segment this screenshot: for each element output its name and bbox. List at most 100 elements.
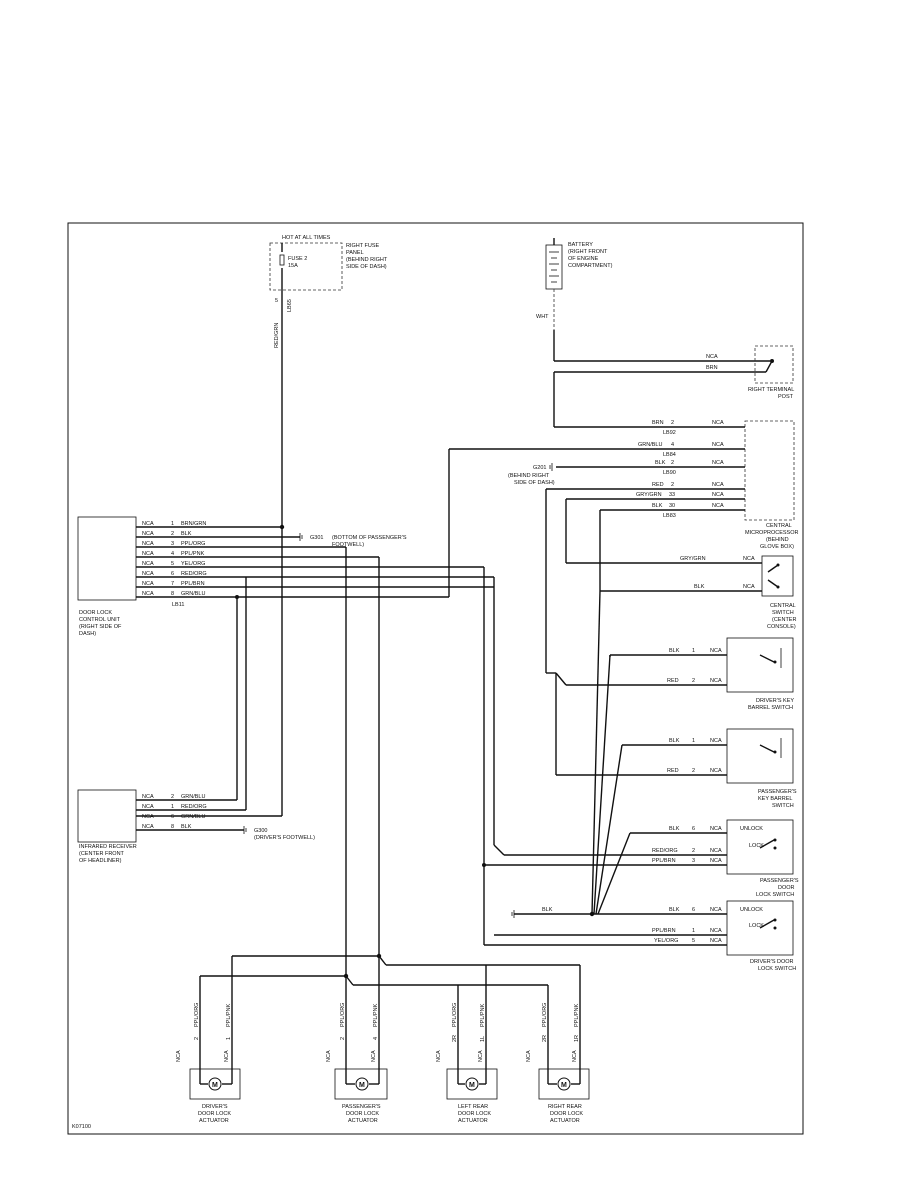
cs-gry: GRY/GRN (680, 556, 706, 562)
dkb-nca2: NCA (710, 678, 722, 684)
act-label-1: LEFT REAR (458, 1104, 488, 1110)
cm-pin: 2 (671, 420, 674, 426)
fuse-panel-line-3: (BEHIND RIGHT (346, 257, 388, 263)
pkb-red: RED (667, 768, 679, 774)
dlcu-nca: NCA (142, 531, 154, 537)
passenger-door-lock-switch: UNLOCK LOCK PASSENGER'S DOOR LOCK SWITCH (726, 819, 799, 898)
fuse-wire-color: RED/GRN (274, 323, 280, 348)
act-label-2: DOOR LOCK (458, 1111, 491, 1117)
motor-symbol: M (561, 1082, 567, 1089)
battery-line-1: BATTERY (568, 242, 593, 248)
hot-label: HOT AT ALL TIMES (282, 235, 331, 241)
diagram-id: K07100 (72, 1124, 91, 1130)
cs-nca2: NCA (743, 584, 755, 590)
dkb-nca1: NCA (710, 648, 722, 654)
dlcu-label-3: (RIGHT SIDE OF (79, 624, 122, 630)
dds-nca1: NCA (710, 907, 722, 913)
act-w2: PPL/PNK (574, 1003, 580, 1027)
ir-color: GRN/BLU (181, 794, 205, 800)
cm-pin-row: GRY/GRN 33 NCA (566, 492, 745, 500)
dkb-blk: BLK (669, 648, 680, 654)
act-nca2: NCA (572, 1050, 578, 1062)
pkb-label-3: SWITCH (772, 803, 794, 809)
dds-lock: LOCK (749, 923, 764, 929)
driver-key-barrel-switch: DRIVER'S KEY BARREL SWITCH (726, 637, 794, 711)
cm-color: RED (652, 482, 664, 488)
dlcu-pin: 2 (171, 531, 174, 537)
dds-pin1: 6 (692, 907, 695, 913)
passenger-key-barrel-switch: PASSENGER'S KEY BARREL SWITCH (726, 728, 797, 809)
pkb-label-2: KEY BARREL (758, 796, 792, 802)
dds-label-2: LOCK SWITCH (758, 966, 796, 972)
act-label-3: ACTUATOR (458, 1118, 488, 1124)
dlcu-nca: NCA (142, 541, 154, 547)
fuse-label: FUSE 2 (288, 256, 307, 262)
central-microprocessor: CENTRAL MICROPROCESSOR (BEHIND GLOVE BOX… (744, 420, 799, 550)
act-w1: PPL/ORG (452, 1003, 458, 1027)
dlcu-pin: 3 (171, 541, 174, 547)
act-label-3: ACTUATOR (199, 1118, 229, 1124)
cm-conn: LB92 (663, 430, 676, 436)
dlcu-label-1: DOOR LOCK (79, 610, 112, 616)
cm-pin: 2 (671, 460, 674, 466)
g300-line-2: (DRIVER'S FOOTWELL) (254, 835, 315, 841)
term-brn: BRN (706, 365, 718, 371)
pds-redorg: RED/ORG (652, 848, 678, 854)
pkb-pin1: 1 (692, 738, 695, 744)
cm-nca: NCA (712, 460, 724, 466)
dlcu-pin: 4 (171, 551, 174, 557)
ir-pin: 8 (171, 824, 174, 830)
gnd-blk: BLK (542, 907, 553, 913)
dlcu-color: BRN/GRN (181, 521, 206, 527)
fuse-panel: HOT AT ALL TIMES FUSE 2 15A RIGHT FUSE P… (269, 235, 388, 348)
diagram-frame (67, 222, 804, 1135)
central-switch: CENTRAL SWITCH (CENTER CONSOLE) (761, 555, 796, 630)
passenger-door-lock-actuator: PPL/ORG PPL/PNK 2 4 NCA NCA M PASSENGER'… (326, 1003, 388, 1124)
pds-pin2: 2 (692, 848, 695, 854)
act-nca1: NCA (526, 1050, 532, 1062)
dlcu-nca: NCA (142, 581, 154, 587)
right-terminal-post: RIGHT TERMINAL POST (748, 345, 794, 400)
act-p1: 2 (194, 1037, 200, 1040)
act-p1: 2R (542, 1035, 548, 1042)
dlcu-nca: NCA (142, 591, 154, 597)
cm-color: GRY/GRN (636, 492, 662, 498)
infrared-receiver: INFRARED RECEIVER (CENTER FRONT OF HEADL… (77, 789, 137, 864)
dlcu-nca: NCA (142, 551, 154, 557)
term-nca: NCA (706, 354, 718, 360)
cm-nca: NCA (712, 482, 724, 488)
driver-door-lock-actuator: PPL/ORG PPL/PNK 2 1 NCA NCA M DRIVER'S D… (176, 1003, 241, 1124)
act-w1: PPL/ORG (194, 1003, 200, 1027)
cm-color: BLK (652, 503, 663, 509)
pds-pin1: 6 (692, 826, 695, 832)
act-label-3: ACTUATOR (348, 1118, 378, 1124)
motor-symbol: M (212, 1082, 218, 1089)
dlcu-pin: 7 (171, 581, 174, 587)
ir-label-2: (CENTER FRONT (79, 851, 125, 857)
door-lock-control-unit: DOOR LOCK CONTROL UNIT (RIGHT SIDE OF DA… (77, 516, 184, 637)
dlcu-nca: NCA (142, 571, 154, 577)
cs-nca1: NCA (743, 556, 755, 562)
cm-label-1: CENTRAL (766, 523, 792, 529)
act-p1: 2 (340, 1037, 346, 1040)
pds-pin3: 3 (692, 858, 695, 864)
left-rear-door-lock-actuator: PPL/ORG PPL/PNK 2R 1L NCA NCA M LEFT REA… (436, 1003, 498, 1124)
cm-pin-row: GRN/BLU 4 LB84 NCA (449, 442, 745, 458)
ir-nca: NCA (142, 804, 154, 810)
dlcu-color: RED/ORG (181, 571, 207, 577)
dlcu-pin: 8 (171, 591, 174, 597)
act-p2: 1R (574, 1035, 580, 1042)
dkb-pin1: 1 (692, 648, 695, 654)
act-label-3: ACTUATOR (550, 1118, 580, 1124)
act-w2: PPL/PNK (480, 1003, 486, 1027)
act-p1: 2R (452, 1035, 458, 1042)
pkb-nca1: NCA (710, 738, 722, 744)
dlcu-label-4: DASH) (79, 631, 96, 637)
pds-nca2: NCA (710, 848, 722, 854)
act-nca1: NCA (326, 1050, 332, 1062)
battery: BATTERY (RIGHT FRONT OF ENGINE COMPARTME… (536, 238, 613, 330)
cm-conn: LB84 (663, 452, 676, 458)
dds-pin2: 1 (692, 928, 695, 934)
term-label-1: RIGHT TERMINAL (748, 387, 794, 393)
